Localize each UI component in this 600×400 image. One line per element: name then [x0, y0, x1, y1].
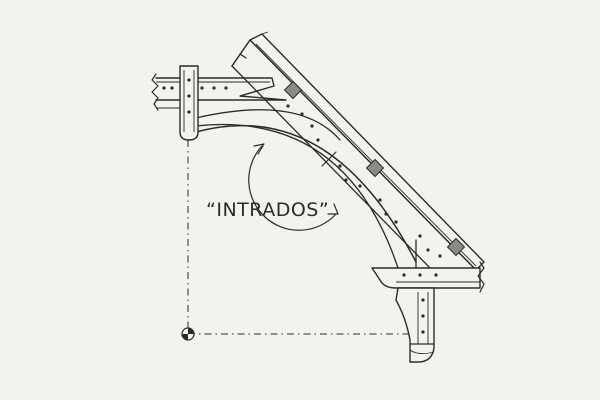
rafter — [231, 31, 485, 273]
intrados-label: “INTRADOS” — [206, 199, 329, 221]
top-beam — [151, 73, 287, 111]
rafter-pegs — [286, 104, 442, 258]
corbel-bracket — [395, 287, 435, 363]
radius-arrow — [248, 143, 339, 231]
purlin-blocks — [283, 80, 466, 257]
arch-brace — [195, 109, 417, 269]
lower-beam — [371, 261, 485, 293]
arc-center-mark — [181, 327, 195, 341]
top-post — [179, 65, 199, 141]
